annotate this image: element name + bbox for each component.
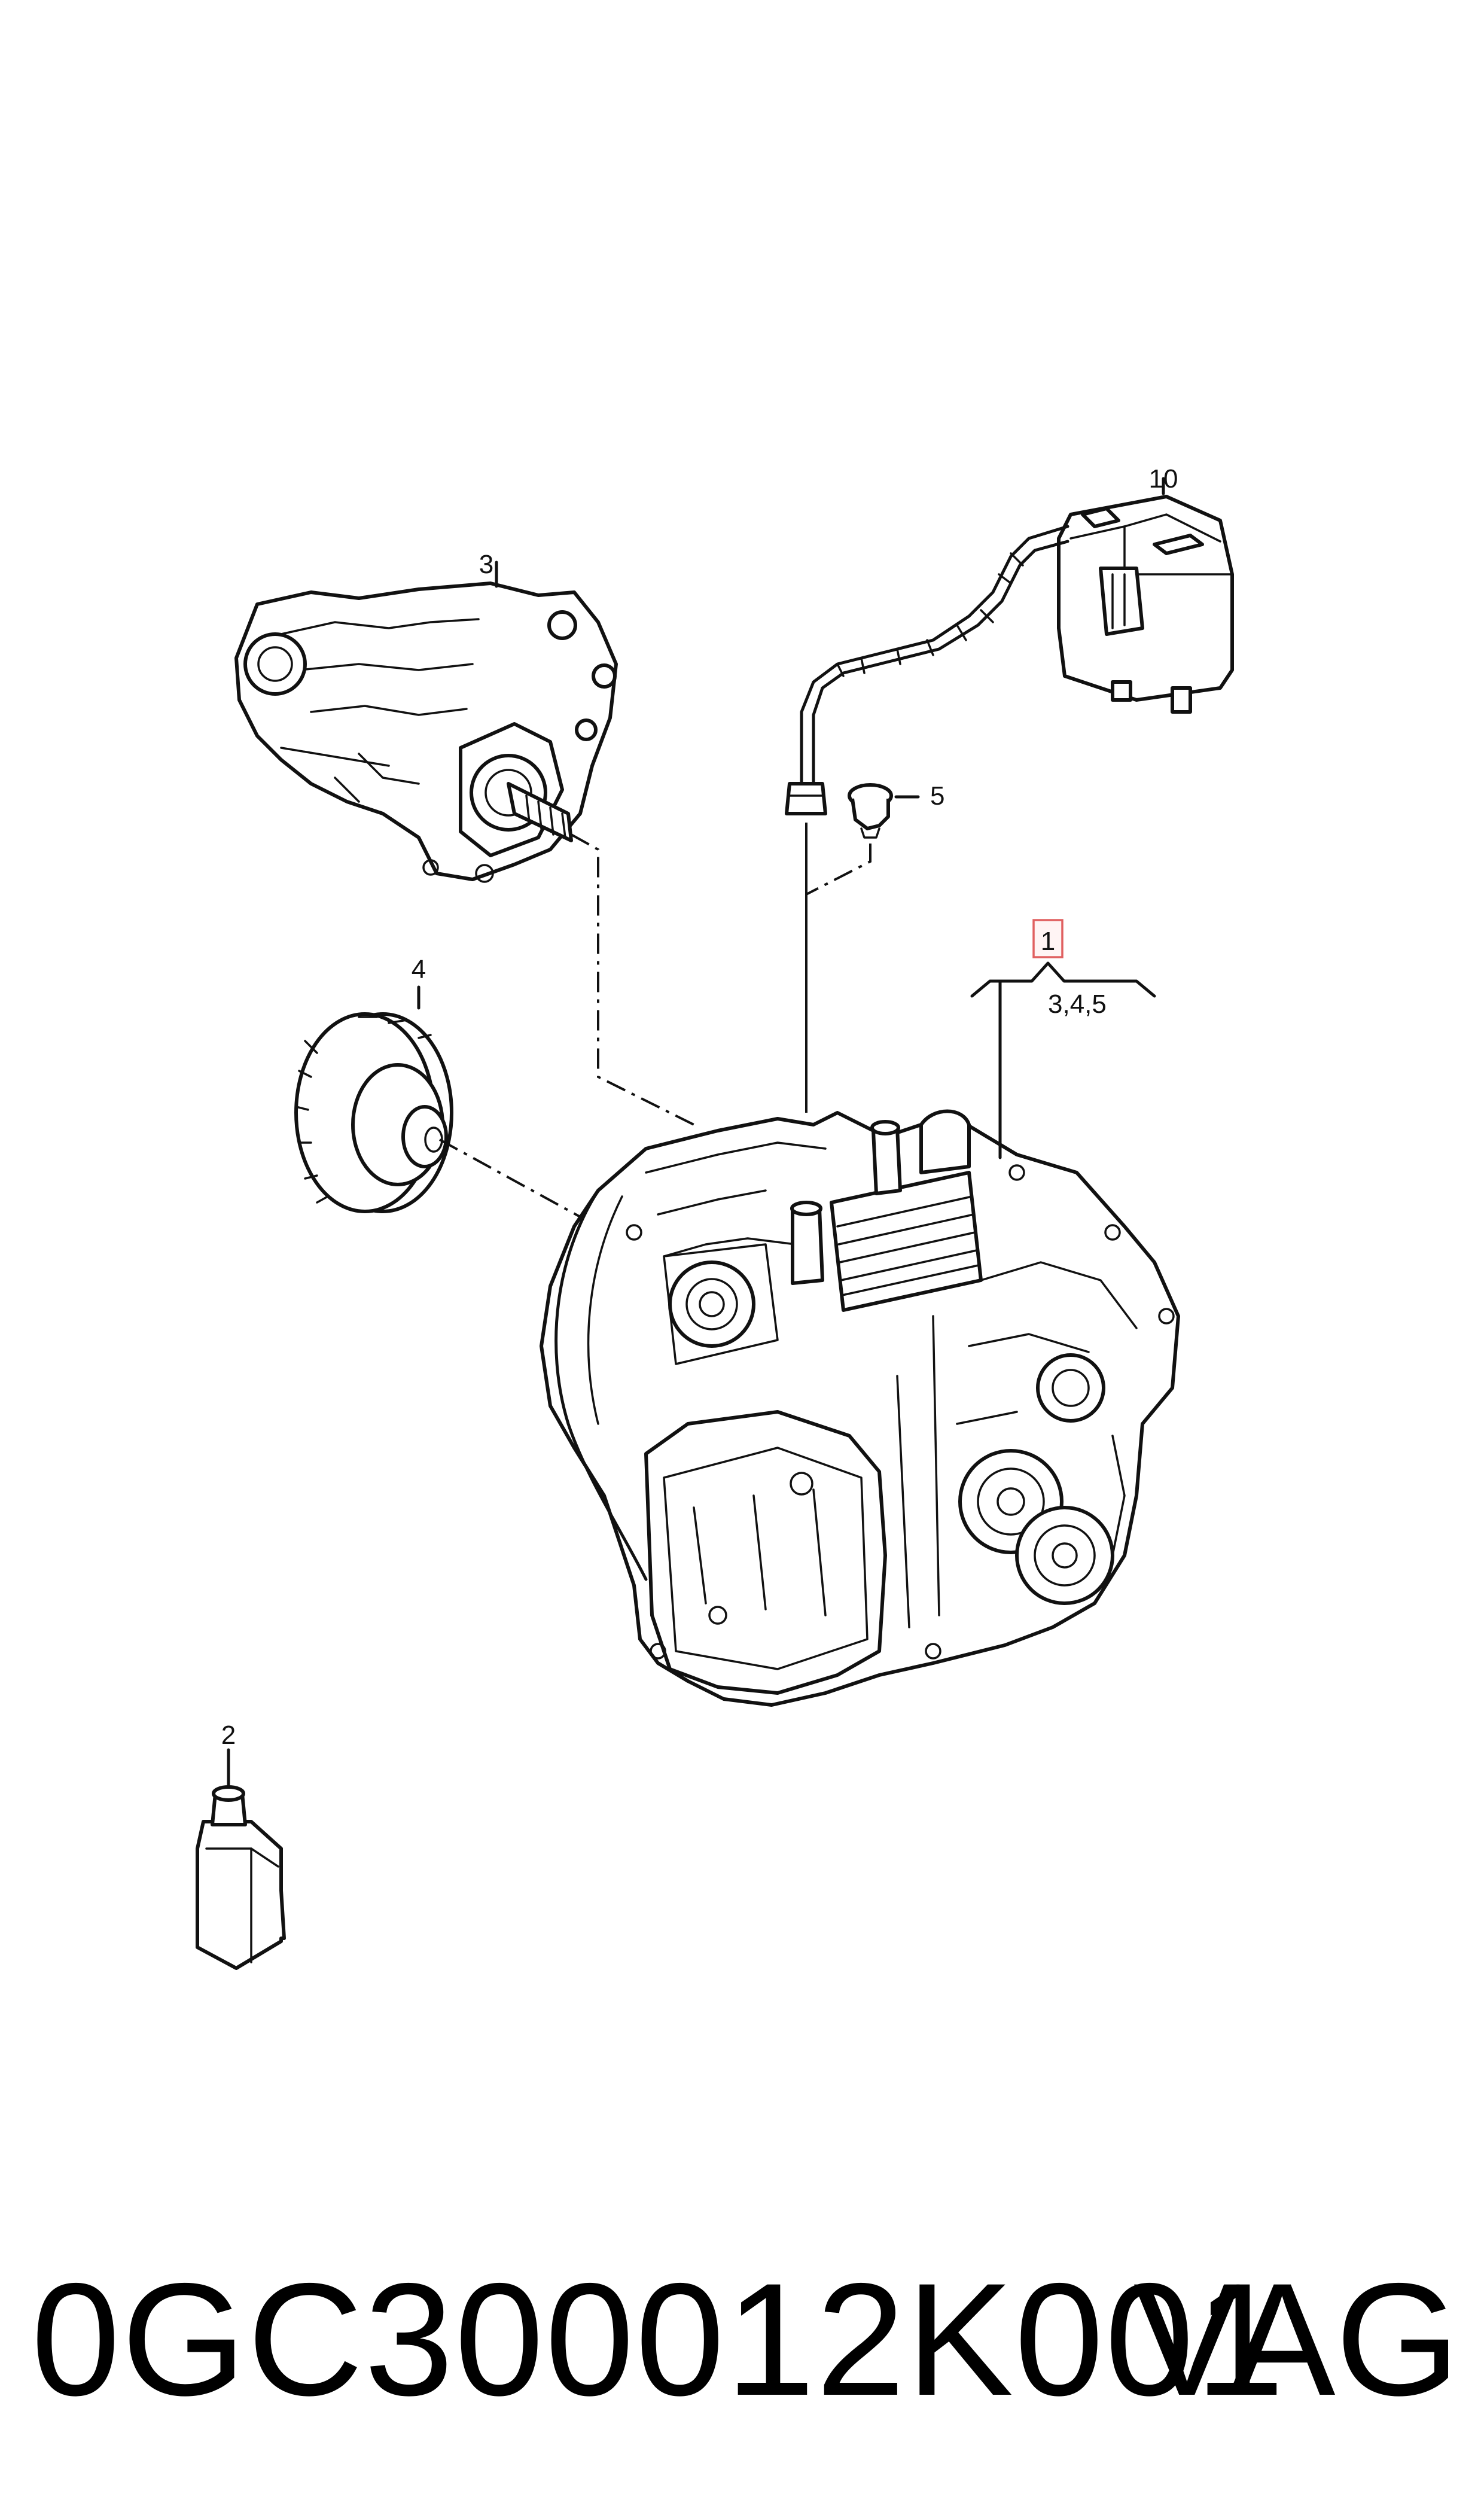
part-3-transfer-case[interactable] <box>234 581 618 883</box>
dashed-assembly-line-3 <box>571 833 694 1126</box>
part-1-gearbox-assembly[interactable] <box>540 1109 1180 1707</box>
brand-label: VAG <box>1133 2249 1460 2429</box>
part-5-plug[interactable] <box>848 783 893 839</box>
part-number: 0GC300012K001 <box>31 2249 1286 2429</box>
callout-1-bracket <box>970 961 1156 998</box>
dashed-assembly-line-4 <box>439 1138 593 1225</box>
callout-3[interactable]: 3 <box>479 550 493 579</box>
part-2-oil-bottle[interactable] <box>196 1785 286 1970</box>
dashed-assembly-line-5 <box>806 844 871 896</box>
exploded-parts-diagram: 3 4 10 5 <box>196 464 1234 1970</box>
part-10-control-unit[interactable] <box>785 495 1234 815</box>
callout-1[interactable]: 1 <box>1041 927 1055 956</box>
callout-4[interactable]: 4 <box>412 955 426 984</box>
callout-5[interactable]: 5 <box>930 781 944 811</box>
callout-1-sub[interactable]: 3,4,5 <box>1048 989 1107 1019</box>
footer: 0GC300012K001 VAG <box>0 2240 1484 2438</box>
callout-2[interactable]: 2 <box>221 1721 236 1750</box>
callout-1-highlight <box>1032 919 1064 958</box>
part-4-drive-flange[interactable] <box>294 1012 453 1213</box>
callout-10[interactable]: 10 <box>1149 464 1178 494</box>
